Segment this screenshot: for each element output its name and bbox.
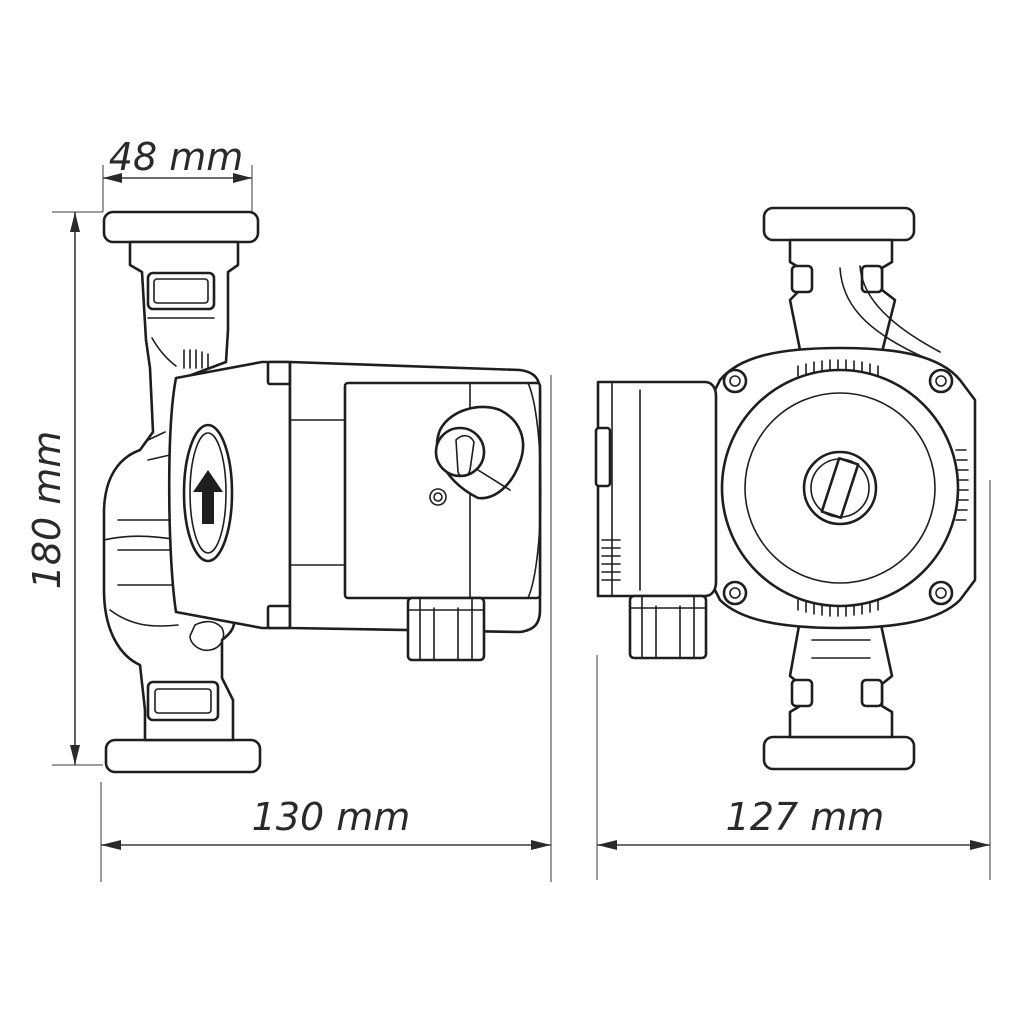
dimension-label-180mm: 180 mm xyxy=(25,431,69,590)
dimension-height-180: 180 mm xyxy=(25,211,103,766)
dimension-length-127: 127 mm xyxy=(596,480,991,880)
dimension-width-48: 48 mm xyxy=(102,135,253,212)
cable-gland-side xyxy=(406,596,486,662)
pump-side-view xyxy=(102,210,542,774)
lower-port xyxy=(146,680,220,722)
cable-gland-front xyxy=(628,594,708,660)
dimension-label-127mm: 127 mm xyxy=(726,795,885,839)
front-bottom-flange xyxy=(762,735,916,771)
dimension-label-48mm: 48 mm xyxy=(109,135,243,179)
indicator-light xyxy=(429,488,447,506)
bottom-flange xyxy=(104,738,262,774)
front-terminal-box xyxy=(596,380,718,598)
dimension-length-130: 130 mm xyxy=(100,375,552,882)
arrow-up-icon xyxy=(193,470,223,524)
dimension-label-130mm: 130 mm xyxy=(252,795,411,839)
upper-port xyxy=(146,271,216,311)
speed-selector-knob xyxy=(434,405,525,500)
top-flange xyxy=(102,210,260,244)
front-top-flange xyxy=(762,206,916,242)
pump-front-view xyxy=(594,206,977,771)
